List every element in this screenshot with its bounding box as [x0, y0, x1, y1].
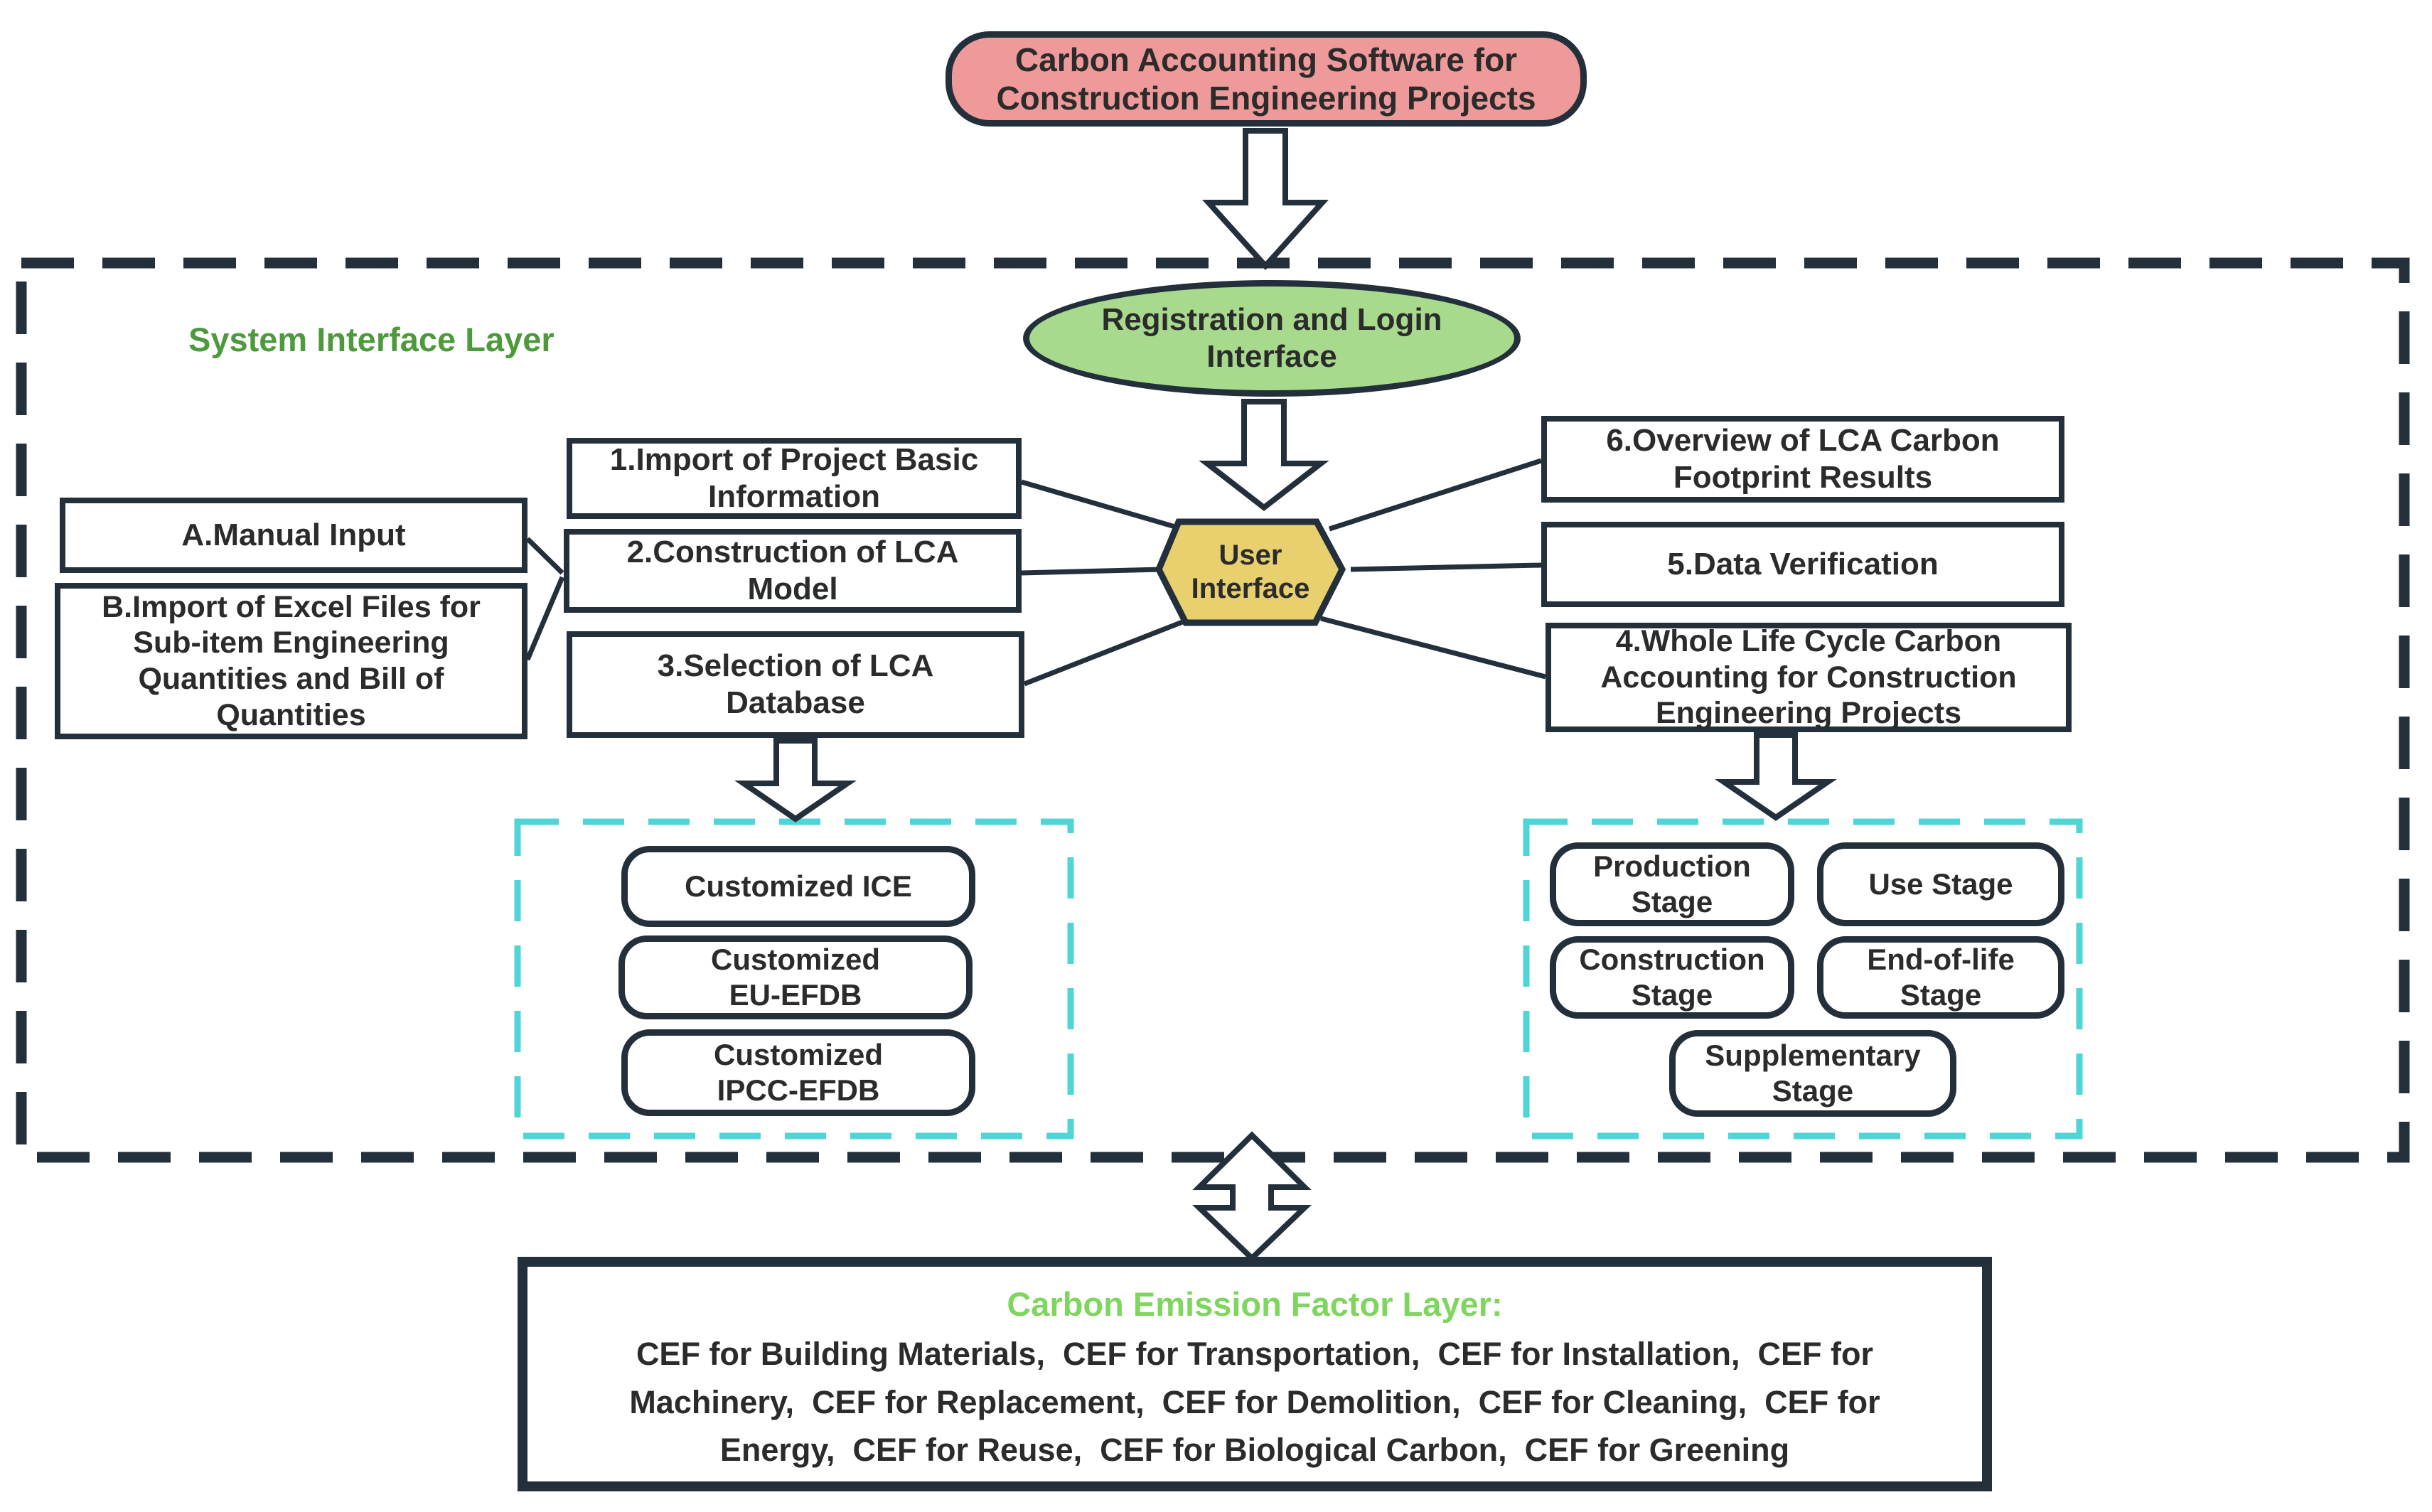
module-1-import-project-info: 1.Import of Project Basic Information: [567, 438, 1022, 519]
module-4-whole-life-cycle-accounting: 4.Whole Life Cycle Carbon Accounting for…: [1546, 623, 2072, 732]
stage-node-end-of-life: End-of-life Stage: [1817, 936, 2064, 1019]
database-node-ice: Customized ICE: [621, 846, 975, 927]
input-node-manual: A.Manual Input: [60, 498, 527, 573]
module-6-overview-lca-results: 6.Overview of LCA Carbon Footprint Resul…: [1541, 416, 2064, 503]
down-arrow-stage-group-icon: [1715, 732, 1837, 821]
connector-module2-to-user-interface: [1021, 567, 1162, 576]
user-interface-hexagon: [1155, 518, 1346, 626]
root-node: Carbon Accounting Software for Construct…: [946, 31, 1587, 127]
connector-module4-to-user-interface: [1320, 616, 1546, 680]
connector-module3-to-user-interface: [1023, 616, 1193, 687]
lca-database-group-boundary: [514, 818, 1074, 1140]
stage-node-production: Production Stage: [1550, 842, 1794, 926]
stage-node-supplementary: Supplementary Stage: [1669, 1030, 1956, 1117]
database-node-eu-efdb: Customized EU-EFDB: [618, 935, 973, 1019]
stage-node-construction: Construction Stage: [1550, 936, 1794, 1019]
carbon-emission-factor-layer-title: Carbon Emission Factor Layer:: [1007, 1285, 1503, 1323]
connector-module6-to-user-interface: [1328, 458, 1543, 532]
down-arrow-database-group-icon: [734, 738, 857, 822]
stage-group-boundary: [1523, 818, 2083, 1140]
connector-excel-import-to-lca-model: [525, 576, 565, 661]
down-arrow-registration-to-user-interface-icon: [1199, 399, 1329, 512]
database-node-ipcc-efdb: Customized IPCC-EFDB: [621, 1029, 975, 1116]
system-interface-layer-boundary: [16, 257, 2410, 1163]
module-3-selection-lca-database: 3.Selection of LCA Database: [567, 631, 1024, 738]
carbon-emission-factor-layer-box: Carbon Emission Factor Layer: CEF for Bu…: [518, 1257, 1992, 1491]
carbon-emission-factor-layer-content: CEF for Building Materials, CEF for Tran…: [629, 1336, 1880, 1469]
connector-module5-to-user-interface: [1350, 562, 1542, 572]
user-interface-label: User Interface: [1191, 539, 1310, 604]
system-interface-layer-title: System Interface Layer: [188, 321, 555, 358]
input-node-excel-import: B.Import of Excel Files for Sub-item Eng…: [55, 583, 527, 739]
module-5-data-verification: 5.Data Verification: [1541, 522, 2064, 607]
registration-login-node: Registration and Login Interface: [1023, 280, 1521, 397]
connector-lines: [525, 458, 1546, 687]
module-2-construction-lca-model: 2.Construction of LCA Model: [564, 529, 1022, 613]
connector-manual-input-to-lca-model: [525, 537, 564, 575]
connector-module1-to-user-interface: [1021, 479, 1183, 532]
down-arrow-root-to-layer-icon: [1202, 128, 1329, 270]
stage-node-use: Use Stage: [1817, 842, 2064, 926]
